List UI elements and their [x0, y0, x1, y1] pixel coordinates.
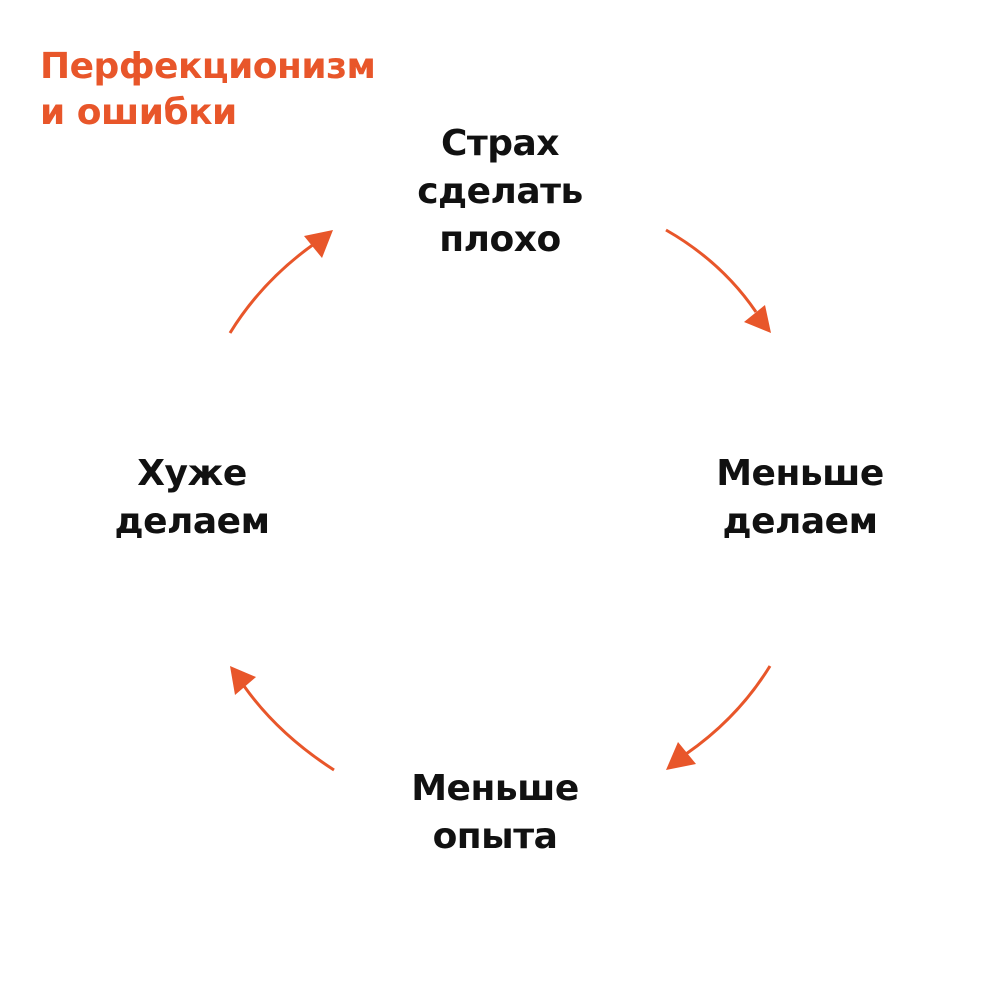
- node-bottom-line-2: опыта: [432, 816, 558, 857]
- arrow-bottom-left-icon: [230, 666, 335, 772]
- node-doing-worse: Хуже делаем: [42, 450, 342, 546]
- arrow-bottom-right-icon: [666, 665, 772, 770]
- node-top-line-1: Страх: [440, 123, 560, 164]
- node-doing-less: Меньше делаем: [650, 450, 950, 546]
- arrow-top-right-icon: [665, 228, 771, 333]
- arrow-top-left-icon: [228, 230, 333, 334]
- node-bottom-line-1: Меньше: [411, 768, 579, 809]
- node-top-line-2: сделать: [417, 171, 583, 212]
- title-line-2: и ошибки: [40, 92, 237, 133]
- diagram-title: Перфекционизм и ошибки: [40, 44, 376, 136]
- node-top-line-3: плохо: [439, 219, 561, 260]
- node-left-line-1: Хуже: [137, 453, 247, 494]
- title-line-1: Перфекционизм: [40, 46, 376, 87]
- node-fear-of-doing-badly: Страх сделать плохо: [350, 120, 650, 264]
- node-right-line-2: делаем: [722, 501, 879, 542]
- node-less-experience: Меньше опыта: [345, 765, 645, 861]
- node-right-line-1: Меньше: [716, 453, 884, 494]
- node-left-line-2: делаем: [114, 501, 271, 542]
